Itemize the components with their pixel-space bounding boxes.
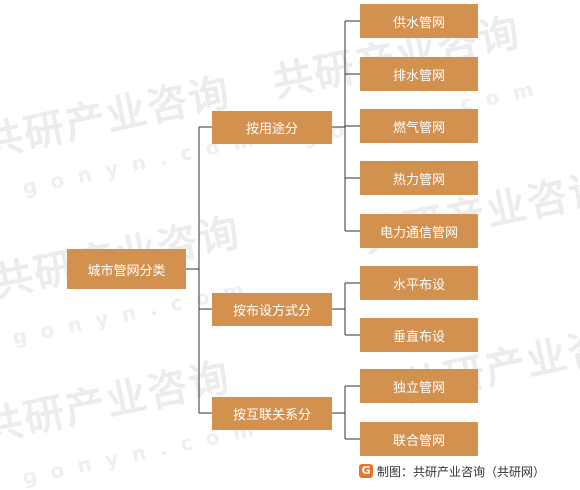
leaf-node: 供水管网	[360, 4, 478, 38]
root-node: 城市管网分类	[67, 249, 186, 289]
group-node-by-layout: 按布设方式分	[212, 293, 332, 326]
leaf-node: 独立管网	[360, 369, 478, 403]
leaf-node: 电力通信管网	[360, 214, 478, 248]
leaf-node: 排水管网	[360, 57, 478, 91]
group-node-by-interconnection: 按互联关系分	[212, 397, 332, 430]
source-text: 制图：共研产业咨询（共研网）	[377, 464, 546, 479]
leaf-node: 水平布设	[360, 266, 478, 300]
leaf-node: 联合管网	[360, 422, 478, 456]
group-node-by-usage: 按用途分	[212, 111, 332, 144]
leaf-node: 热力管网	[360, 161, 478, 195]
leaf-node: 燃气管网	[360, 109, 478, 143]
source-footer: 制图：共研产业咨询（共研网）	[359, 460, 545, 482]
gonyn-logo-icon	[359, 463, 373, 478]
leaf-node: 垂直布设	[360, 318, 478, 352]
